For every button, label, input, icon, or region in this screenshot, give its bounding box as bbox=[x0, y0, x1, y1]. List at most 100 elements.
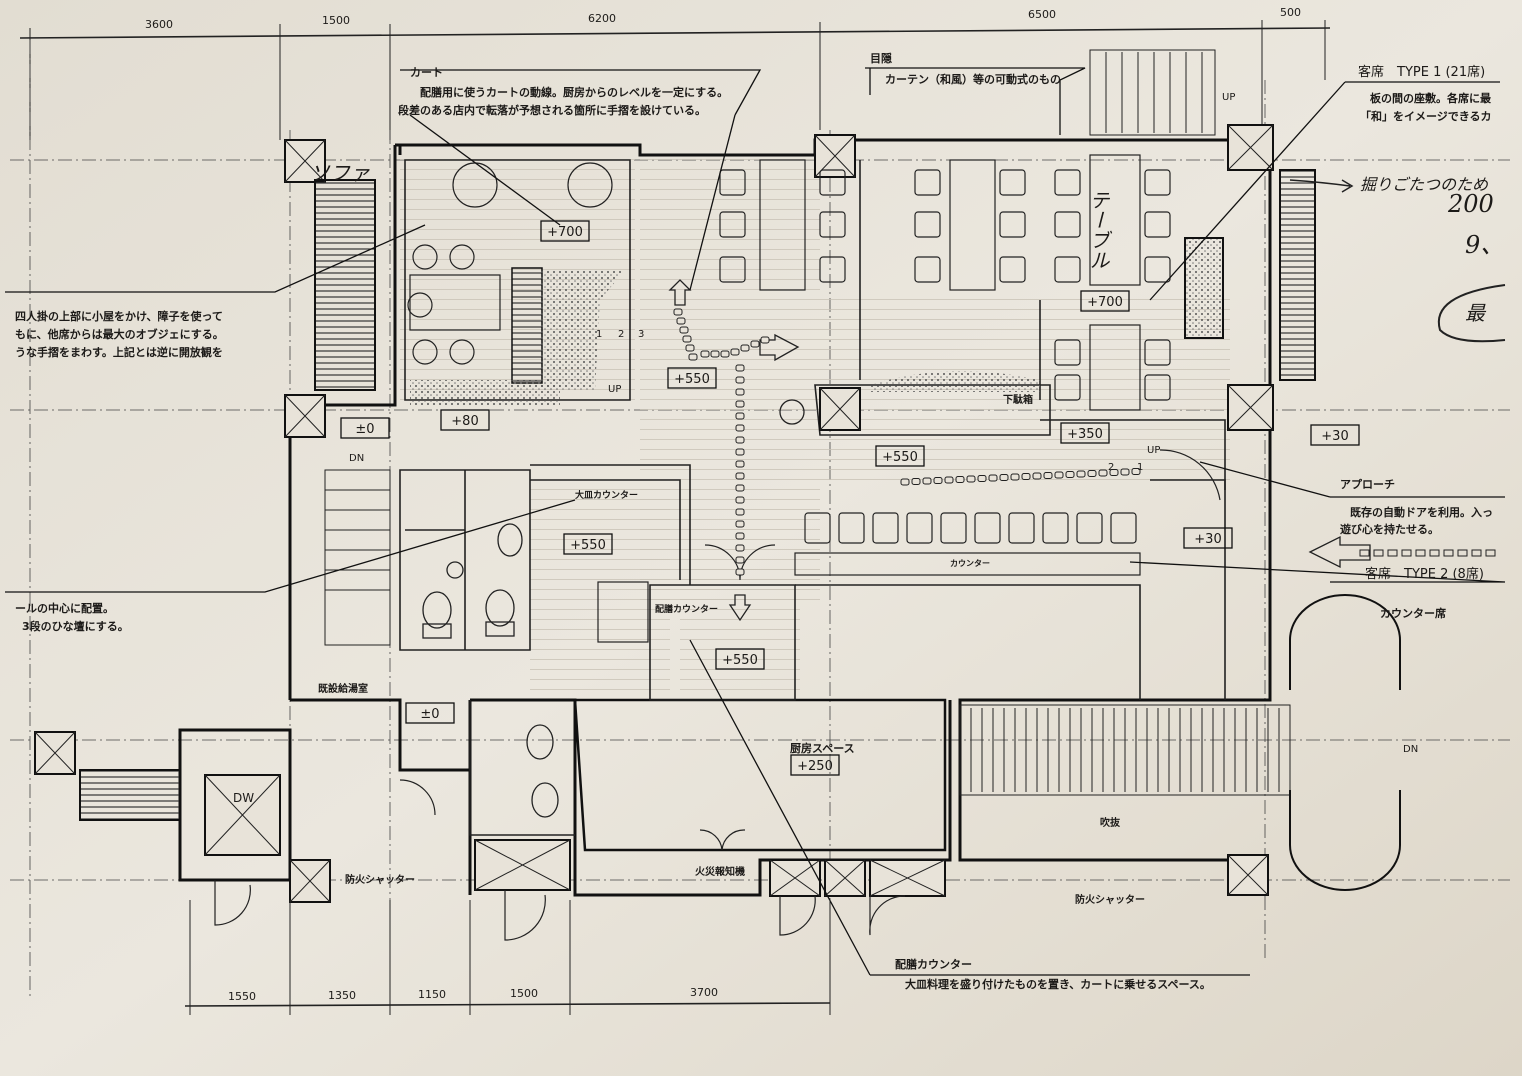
louvre-right bbox=[1279, 169, 1316, 381]
level-tag-text: +550 bbox=[570, 538, 606, 553]
level-tag-box bbox=[540, 220, 590, 242]
level-tag-box bbox=[667, 367, 717, 389]
level-tag-text: +550 bbox=[722, 653, 758, 668]
route-dot bbox=[1054, 471, 1064, 479]
counter-stool bbox=[906, 512, 933, 544]
route-dot bbox=[735, 436, 745, 444]
note-left-line3: うな手摺をまわす。上記とは逆に開放観を bbox=[15, 345, 223, 359]
route-dot bbox=[999, 474, 1009, 481]
seat-cushion bbox=[1144, 339, 1171, 366]
void-arch-1 bbox=[1289, 594, 1401, 690]
route-dot bbox=[1065, 471, 1075, 478]
route-dot bbox=[1485, 549, 1496, 557]
level-tag-box bbox=[405, 702, 455, 724]
counter-stool bbox=[838, 512, 865, 544]
stair-outline bbox=[1089, 49, 1216, 136]
level-tag-text: +700 bbox=[1087, 295, 1123, 310]
label-dw: DW bbox=[233, 791, 254, 805]
seat-cushion bbox=[819, 169, 846, 196]
route-dot bbox=[685, 344, 695, 352]
label-shoe-box: 下駄箱 bbox=[1003, 393, 1033, 406]
handwritten-note: 掘りごたつのため bbox=[1360, 175, 1489, 194]
note-cart-line1: 配膳用に使うカートの動線。厨房からのレベルを一定にする。 bbox=[420, 85, 728, 99]
note-type1-title: 客席 TYPE 1 (21席) bbox=[1358, 64, 1485, 80]
staircase-top bbox=[1089, 49, 1216, 136]
note-blind-text: カーテン（和風）等の可動式のもの bbox=[885, 72, 1061, 86]
dim-top-3: 6200 bbox=[588, 12, 616, 25]
level-tag: ±0 bbox=[340, 417, 390, 439]
seat-cushion bbox=[1054, 339, 1081, 366]
route-dot bbox=[735, 484, 745, 492]
route-dot bbox=[720, 350, 730, 358]
route-dot bbox=[1415, 549, 1426, 557]
level-tag: +250 bbox=[790, 754, 840, 776]
route-dot bbox=[735, 376, 745, 384]
level-tag-text: ±0 bbox=[355, 422, 374, 437]
low-table bbox=[949, 159, 996, 291]
sofa-seat bbox=[567, 162, 613, 208]
label-kettle-room: 既設給湯室 bbox=[318, 682, 368, 695]
furniture bbox=[407, 154, 1171, 643]
low-table bbox=[1089, 324, 1141, 411]
route-dot bbox=[735, 532, 745, 540]
step-2: 2 bbox=[618, 329, 624, 340]
route-dot bbox=[955, 476, 965, 483]
note-type1-line2: 「和」をイメージできるカ bbox=[1360, 109, 1492, 123]
route-dot bbox=[735, 508, 745, 516]
handwritten-mark: 最 bbox=[1465, 301, 1487, 325]
level-tag-text: +550 bbox=[882, 450, 918, 465]
note-blind-title: 目隠 bbox=[870, 51, 892, 65]
louvre-left bbox=[314, 179, 376, 391]
seat-cushion bbox=[914, 169, 941, 196]
level-tag-text: ±0 bbox=[420, 707, 439, 722]
route-dot bbox=[1131, 468, 1141, 475]
level-tag-text: +30 bbox=[1321, 429, 1348, 444]
route-dot bbox=[1457, 549, 1468, 557]
four-seat-table bbox=[409, 274, 501, 331]
dim-bottom-5: 3700 bbox=[690, 986, 718, 999]
chair bbox=[412, 244, 438, 270]
route-dot bbox=[735, 412, 745, 420]
route-dot bbox=[966, 475, 976, 483]
route-dot bbox=[735, 496, 745, 504]
route-dot bbox=[735, 400, 745, 408]
chair bbox=[449, 244, 475, 270]
level-tag-text: +80 bbox=[451, 414, 478, 429]
counter-stool bbox=[1008, 512, 1035, 544]
bottom-dimension-line bbox=[184, 900, 831, 1015]
route-dot bbox=[740, 344, 750, 352]
seat-cushion bbox=[1054, 256, 1081, 283]
dim-bottom-3: 1150 bbox=[418, 988, 446, 1001]
platter-counter-top bbox=[597, 581, 649, 643]
route-dot bbox=[700, 350, 710, 358]
route-dot bbox=[735, 544, 745, 552]
stair-center bbox=[511, 267, 543, 384]
step-entry-2: 2 bbox=[1108, 462, 1114, 473]
dim-top-1: 3600 bbox=[145, 18, 173, 31]
low-table bbox=[1089, 154, 1141, 286]
counter-top bbox=[794, 552, 1141, 576]
louvre-bottom-left bbox=[79, 769, 181, 821]
step-3: 3 bbox=[638, 329, 644, 340]
seat-cushion bbox=[999, 256, 1026, 283]
handwritten-9: 9、 bbox=[1465, 231, 1504, 259]
route-dot bbox=[688, 353, 698, 361]
label-void: 吹抜 bbox=[1100, 816, 1121, 829]
route-dot bbox=[735, 556, 745, 564]
step-entry-1: 1 bbox=[1137, 462, 1143, 473]
level-tag-text: +550 bbox=[674, 372, 710, 387]
route-dot bbox=[760, 336, 770, 344]
seat-cushion bbox=[819, 211, 846, 238]
route-dot bbox=[977, 475, 987, 482]
route-dot bbox=[1359, 549, 1370, 557]
level-tag-box bbox=[1183, 527, 1233, 549]
seat-cushion bbox=[1054, 169, 1081, 196]
handwritten-arrow bbox=[1289, 179, 1354, 193]
staircase-left bbox=[324, 469, 391, 646]
route-dot bbox=[1109, 469, 1119, 476]
level-tag-box bbox=[1060, 422, 1110, 444]
level-tag-box bbox=[875, 445, 925, 467]
handwritten-sofa: ソファ bbox=[310, 161, 370, 185]
seat-cushion bbox=[719, 169, 746, 196]
